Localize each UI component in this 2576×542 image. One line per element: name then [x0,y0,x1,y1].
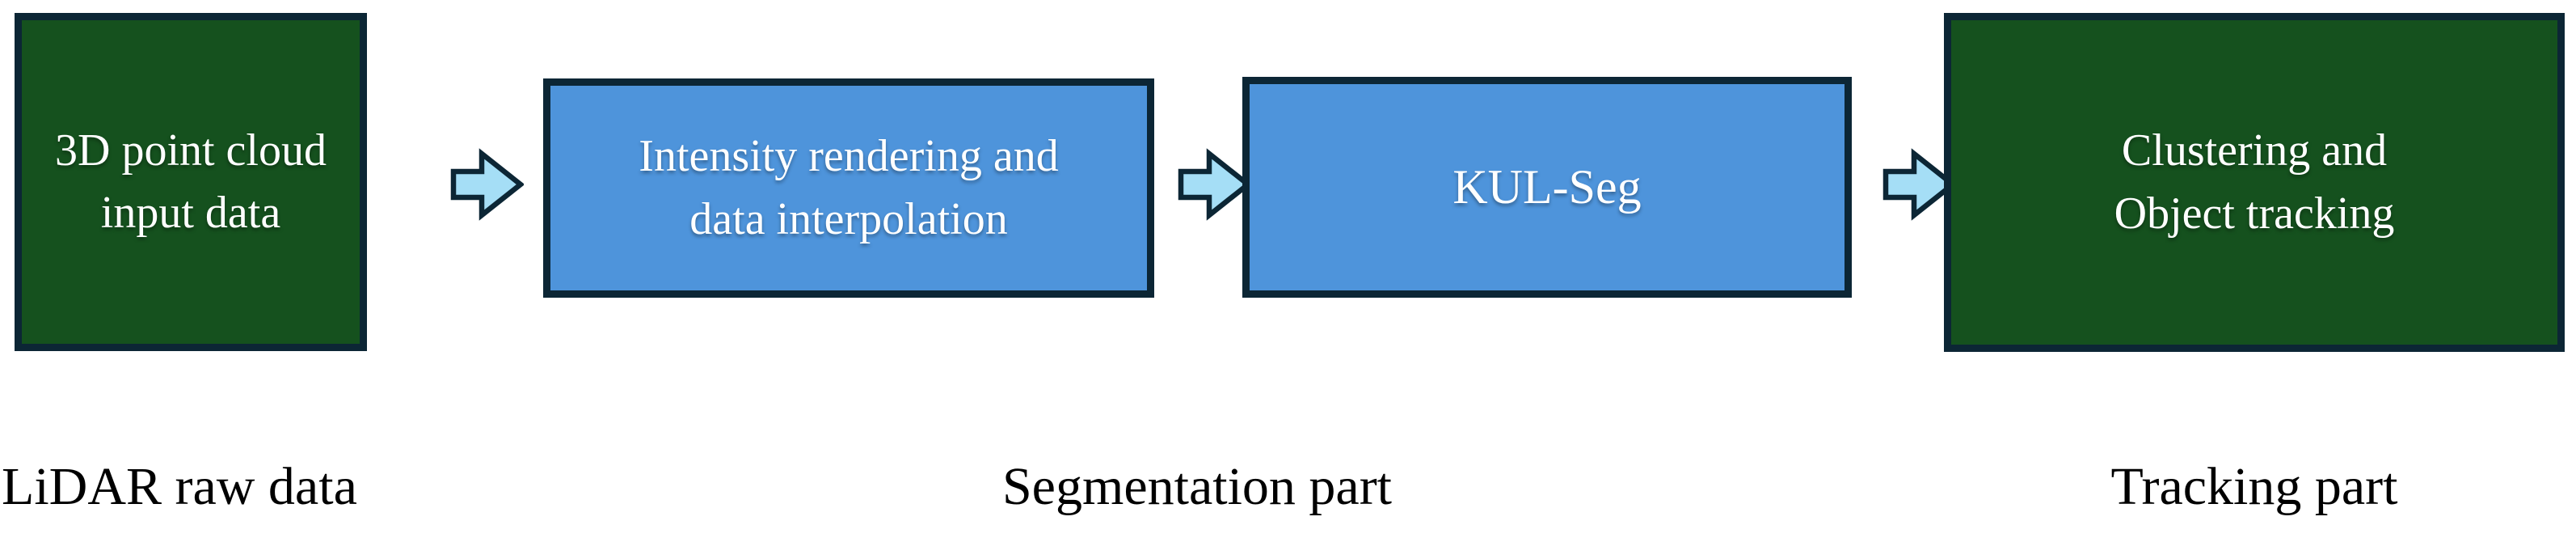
right-block-arrow-icon [1178,148,1251,221]
section-label-tracking-part: Tracking part [2110,457,2398,516]
section-label-lidar-raw-data: LiDAR raw data [2,457,357,516]
right-block-arrow-icon [1882,148,1956,221]
right-block-arrow-icon [450,148,524,221]
box-clustering-object-tracking-label: Clustering and Object tracking [2114,125,2395,239]
flow-arrow-1 [449,147,524,222]
section-label-segmentation-part: Segmentation part [1001,457,1393,516]
flow-arrow-2 [1177,147,1251,222]
box-intensity-rendering-label: Intensity rendering and data interpolati… [639,131,1059,244]
box-3d-point-cloud-input-label: 3D point cloud input data [55,125,327,238]
box-kul-seg: KUL-Seg [1242,77,1852,298]
flow-arrow-3 [1882,147,1956,222]
box-kul-seg-label: KUL-Seg [1452,160,1642,214]
box-intensity-rendering: Intensity rendering and data interpolati… [543,78,1154,298]
box-3d-point-cloud-input: 3D point cloud input data [15,13,367,351]
box-clustering-object-tracking: Clustering and Object tracking [1944,13,2565,352]
